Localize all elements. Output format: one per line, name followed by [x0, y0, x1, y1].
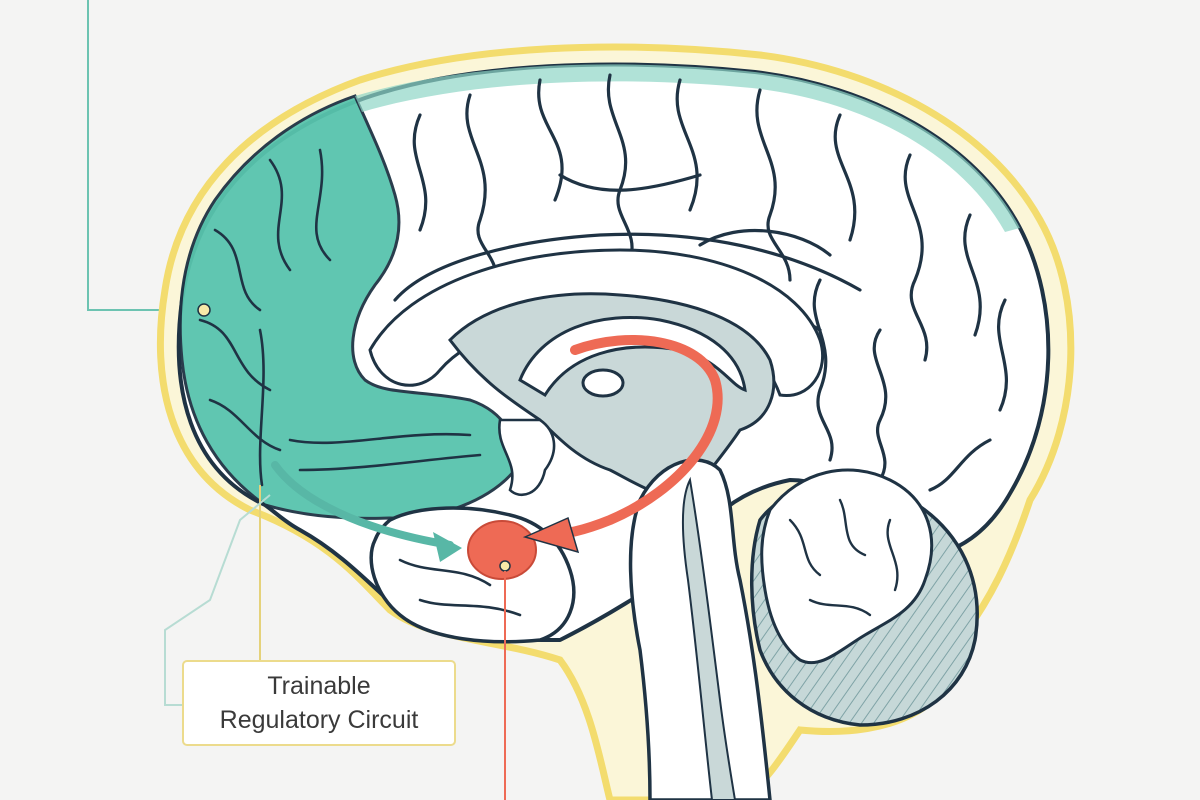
prefrontal-marker	[197, 303, 211, 317]
corpus-callosum	[368, 248, 825, 397]
coral-arrowhead	[522, 516, 580, 554]
prefrontal-cortex[interactable]	[178, 94, 518, 520]
prefrontal-to-amygdala-arrow	[271, 461, 454, 549]
cerebellum-white-matter	[760, 468, 933, 665]
brainstem-shading	[682, 476, 737, 800]
label-line-1: Trainable	[267, 672, 371, 700]
temporal-sulci	[398, 558, 522, 617]
regulatory-side-line	[164, 494, 271, 706]
frontal-band	[355, 64, 1020, 232]
cerebellum-folia	[788, 498, 899, 617]
hypothalamus-detail	[498, 418, 556, 496]
thalamus-to-amygdala-arrow	[540, 335, 723, 540]
anterior-commissure	[581, 368, 625, 398]
teal-arrowhead	[433, 532, 462, 562]
fornix	[518, 316, 747, 398]
prefrontal-sulci	[198, 148, 482, 487]
regulatory-circuit-label: Trainable Regulatory Circuit	[182, 660, 456, 746]
amygdala[interactable]	[467, 520, 537, 580]
amygdala-marker	[499, 560, 511, 572]
label-line-2: Regulatory Circuit	[219, 706, 419, 734]
